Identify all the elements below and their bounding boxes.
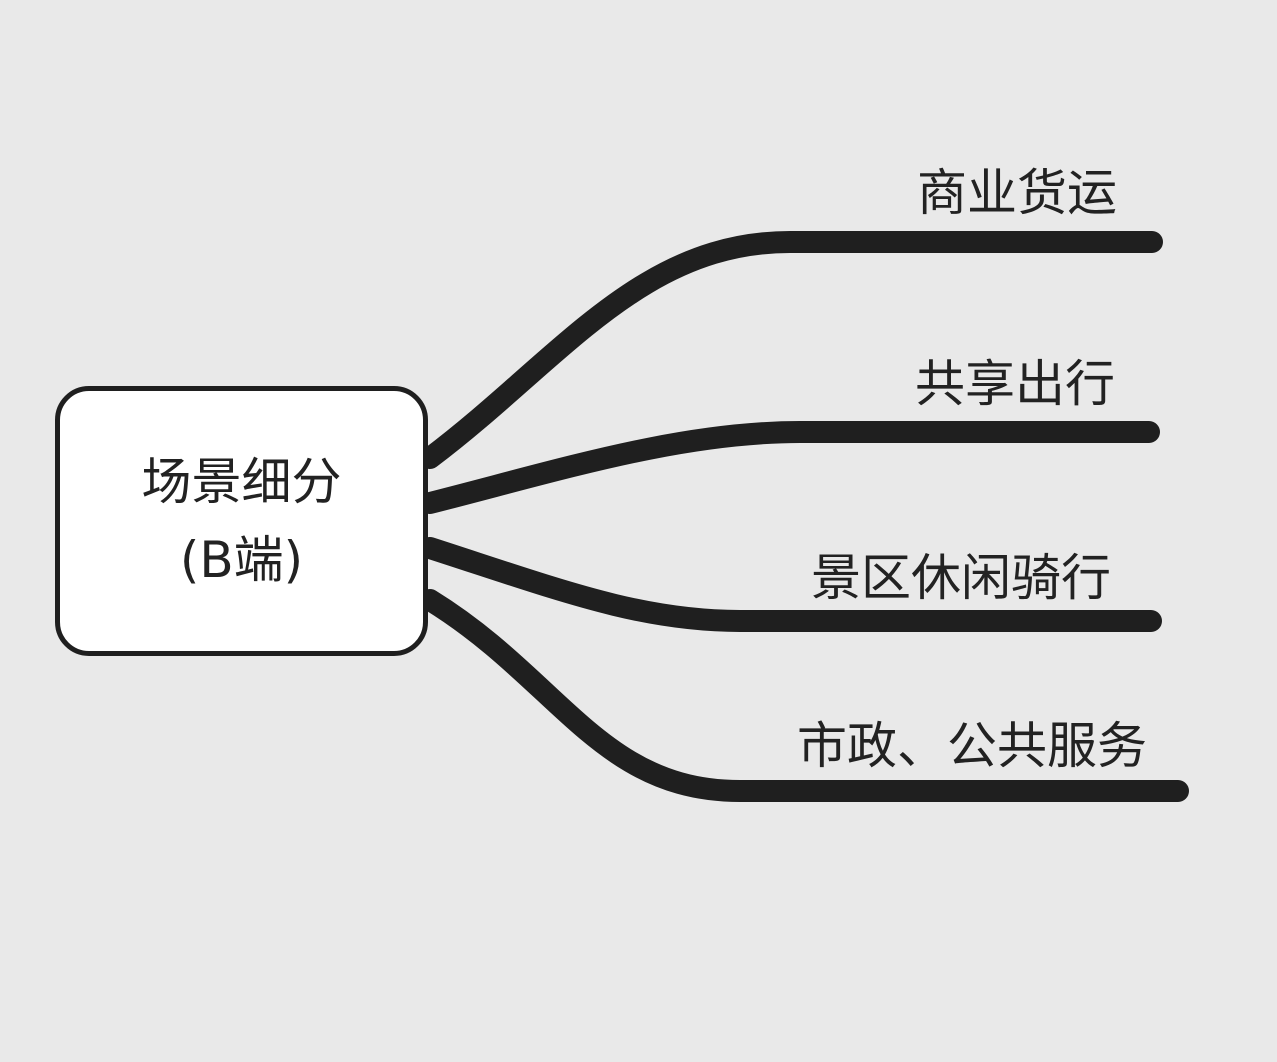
branch-label-scenic-cycling[interactable]: 景区休闲骑行 [811, 549, 1111, 607]
branch-line-scenic-cycling [419, 537, 1162, 632]
branch-line-shared-mobility [419, 421, 1160, 514]
branch-line-commercial-freight [419, 231, 1163, 469]
root-title: 场景细分 [141, 453, 342, 511]
branch-label-municipal-services[interactable]: 市政、公共服务 [797, 717, 1147, 775]
root-subtitle: (B端) [179, 531, 304, 589]
branch-line-municipal-services [419, 589, 1189, 802]
root-node[interactable]: 场景细分 (B端) [55, 386, 428, 656]
branch-label-commercial-freight[interactable]: 商业货运 [917, 164, 1117, 222]
branch-label-shared-mobility[interactable]: 共享出行 [915, 355, 1115, 413]
